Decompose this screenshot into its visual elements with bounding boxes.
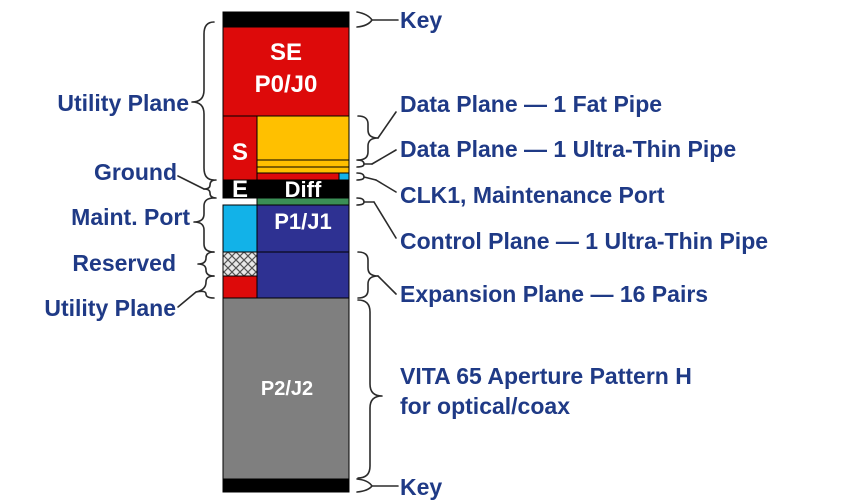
right-braces <box>356 11 399 493</box>
maint-port-label: Maint. Port <box>71 204 190 230</box>
reserved-brace <box>197 251 215 277</box>
se-label: SE <box>270 39 302 66</box>
se-vertical-red-block <box>222 115 258 181</box>
expansion-plane-leader <box>377 275 397 295</box>
data-plane-thin-pipe-label: Data Plane — 1 Ultra-Thin Pipe <box>400 136 736 162</box>
p1-navy-block <box>256 204 350 253</box>
key-bottom-block <box>222 478 350 493</box>
clk1-maintenance-port-label: CLK1, Maintenance Port <box>400 182 665 208</box>
p2-j2-label: P2/J2 <box>261 378 313 400</box>
data-plane-fat-pipe-label: Data Plane — 1 Fat Pipe <box>400 91 662 117</box>
control-plane-brace <box>356 197 375 206</box>
clk-leader <box>375 179 397 193</box>
data-thin-pipe-block <box>256 159 350 168</box>
se-vertical-s-label: S <box>232 139 248 166</box>
connector-column <box>222 11 350 493</box>
vita-65-line1-label: VITA 65 Aperture Pattern H <box>400 363 692 389</box>
key-top-label: Key <box>400 7 442 33</box>
maint-port-cyan-block <box>222 204 258 253</box>
data-fat-pipe-block <box>256 115 350 161</box>
expansion-plane-label: Expansion Plane — 16 Pairs <box>400 281 708 307</box>
key-top-block <box>222 11 350 28</box>
data-thin-pipe-leader <box>371 149 397 165</box>
left-braces <box>177 21 217 308</box>
clk-cyan-block <box>338 172 350 181</box>
utility-bottom-red-block <box>222 275 258 299</box>
ground-leader <box>177 175 205 190</box>
reserved-hatch-block <box>222 251 258 277</box>
p1-j1-label: P1/J1 <box>274 209 332 234</box>
vita-65-brace <box>357 299 383 479</box>
data-fat-pipe-leader <box>377 111 397 139</box>
se-p0-block <box>222 26 350 117</box>
key-bottom-brace <box>356 478 399 493</box>
control-plane-label: Control Plane — 1 Ultra-Thin Pipe <box>400 228 768 254</box>
data-thin-pipe-block-2 <box>256 166 350 174</box>
reserved-label: Reserved <box>72 250 176 276</box>
ground-label: Ground <box>94 159 177 185</box>
control-plane-leader <box>373 201 397 239</box>
clk-brace <box>356 172 377 181</box>
expansion-navy-block <box>256 251 350 299</box>
utility-plane-bottom-brace <box>195 275 215 299</box>
utility-plane-top-label: Utility Plane <box>57 90 189 116</box>
diff-label: Diff <box>285 177 322 202</box>
key-bottom-label: Key <box>400 474 442 500</box>
expansion-plane-brace <box>357 251 379 299</box>
utility-bottom-leader <box>177 291 197 308</box>
vita-65-line2-label: for optical/coax <box>400 393 570 419</box>
ground-brace <box>203 179 217 199</box>
se-vertical-e-label: E <box>232 176 248 203</box>
p2-gray-block <box>222 297 350 480</box>
utility-plane-top-brace <box>191 21 215 181</box>
utility-plane-bottom-label: Utility Plane <box>44 295 176 321</box>
data-fat-pipe-brace <box>357 115 379 161</box>
maint-port-brace <box>193 197 215 253</box>
p0-j0-label: P0/J0 <box>255 71 318 98</box>
data-thin-pipe-brace <box>356 159 373 168</box>
key-top-brace <box>356 11 399 28</box>
